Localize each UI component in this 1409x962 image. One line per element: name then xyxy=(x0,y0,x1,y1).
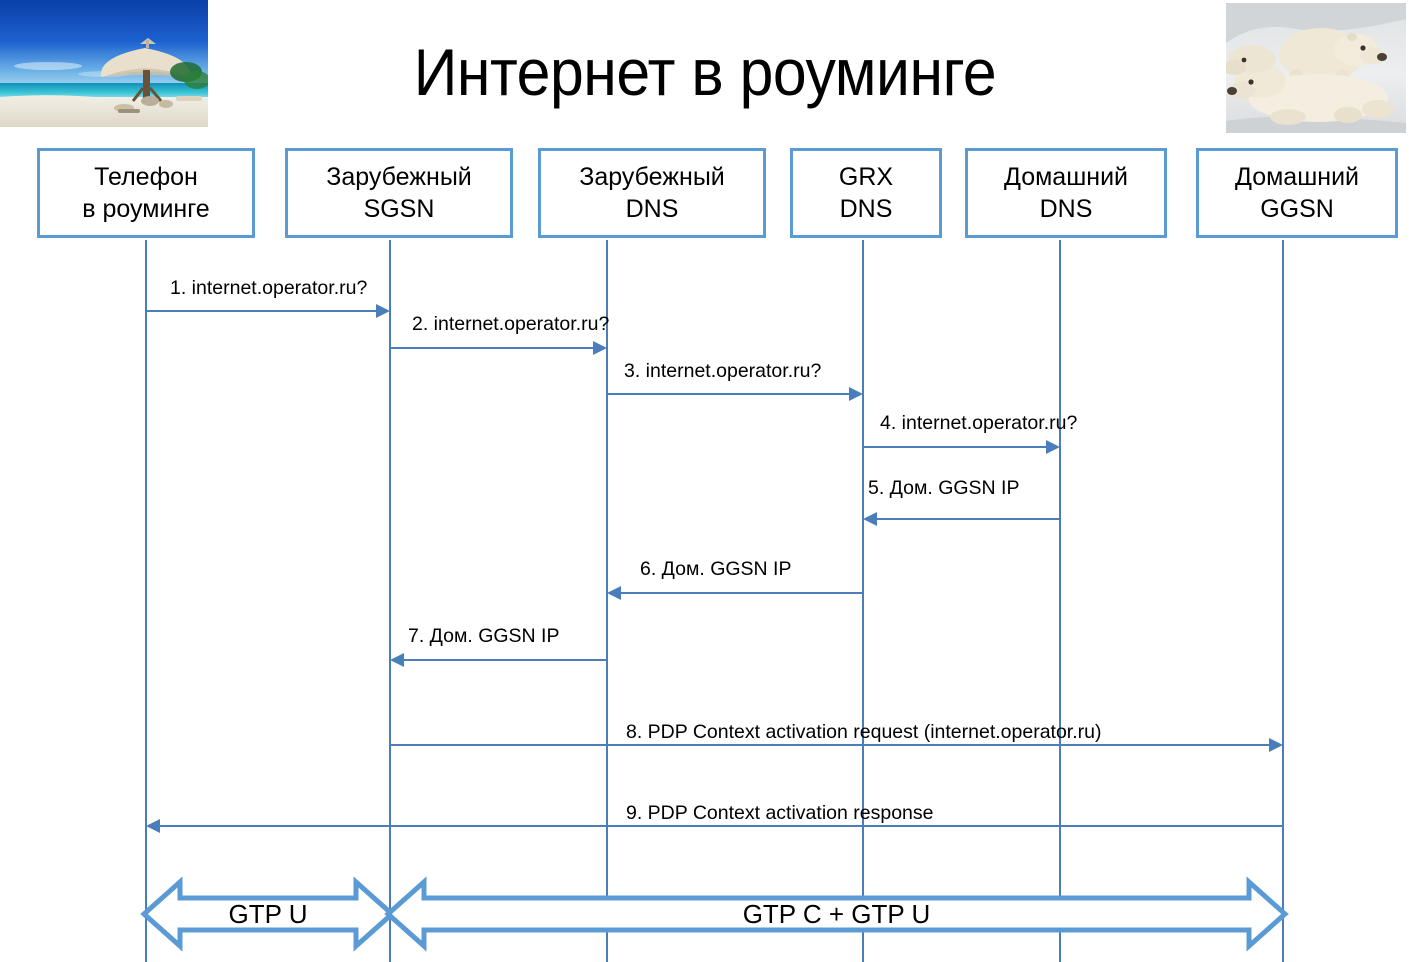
participant-box-home-dns[interactable]: Домашний DNS xyxy=(965,148,1167,238)
message-arrowhead-5 xyxy=(863,512,877,526)
polar-bears-photo xyxy=(1226,3,1406,133)
message-arrowhead-1 xyxy=(376,304,390,318)
message-arrowhead-4 xyxy=(1046,440,1060,454)
message-arrowhead-2 xyxy=(593,341,607,355)
message-arrow-4 xyxy=(863,446,1046,448)
message-arrow-1 xyxy=(146,310,376,312)
participant-label-line2: в роуминге xyxy=(82,195,210,223)
message-arrowhead-8 xyxy=(1269,738,1283,752)
bearer-label-gtp-cu: GTP C + GTP U xyxy=(742,899,931,929)
polar-bears-graphic xyxy=(1226,3,1406,133)
message-arrowhead-6 xyxy=(607,586,621,600)
beach-photo xyxy=(0,0,208,127)
message-arrow-6 xyxy=(621,592,863,594)
participant-label-line1: Телефон xyxy=(94,163,198,191)
participant-label-line2: DNS xyxy=(625,195,679,223)
lifeline-grx-dns xyxy=(862,240,864,962)
participant-box-fgn-sgsn[interactable]: Зарубежный SGSN xyxy=(285,148,513,238)
lifeline-home-ggsn xyxy=(1282,240,1284,962)
lifeline-fgn-dns xyxy=(606,240,608,962)
message-arrow-3 xyxy=(607,393,849,395)
lifeline-home-dns xyxy=(1059,240,1061,962)
participant-label-line1: Домашний xyxy=(1004,163,1128,191)
message-label-8: 8. PDP Context activation request (inter… xyxy=(626,721,1102,743)
participant-label-line2: GGSN xyxy=(1260,195,1334,223)
bearer-arrow-gtp-cu[interactable] xyxy=(384,874,1289,954)
message-label-4: 4. internet.operator.ru? xyxy=(880,412,1078,434)
message-label-3: 3. internet.operator.ru? xyxy=(624,360,822,382)
participant-label-line1: GRX xyxy=(838,163,894,191)
participant-box-fgn-dns[interactable]: Зарубежный DNS xyxy=(538,148,766,238)
message-arrow-8 xyxy=(390,744,1269,746)
message-label-5: 5. Дом. GGSN IP xyxy=(868,477,1020,499)
participant-label-line1: Зарубежный xyxy=(326,163,472,191)
lifeline-phone xyxy=(145,240,147,962)
beach-photo-graphic xyxy=(0,0,208,127)
message-label-6: 6. Дом. GGSN IP xyxy=(640,558,792,580)
gtp-c-gtp-u-double-arrow xyxy=(384,876,1289,952)
slide-title: Интернет в роуминге xyxy=(413,35,997,109)
message-label-1: 1. internet.operator.ru? xyxy=(170,277,368,299)
participant-label-line2: SGSN xyxy=(363,195,435,223)
message-arrowhead-7 xyxy=(390,653,404,667)
lifeline-fgn-sgsn xyxy=(389,240,391,962)
participant-box-phone[interactable]: Телефон в роуминге xyxy=(37,148,255,238)
participant-label-line1: Зарубежный xyxy=(579,163,725,191)
participant-box-grx-dns[interactable]: GRX DNS xyxy=(790,148,942,238)
message-arrowhead-3 xyxy=(849,387,863,401)
participant-label-line1: Домашний xyxy=(1235,163,1359,191)
message-arrow-7 xyxy=(404,659,607,661)
message-label-7: 7. Дом. GGSN IP xyxy=(408,625,560,647)
message-arrowhead-9 xyxy=(146,819,160,833)
message-label-2: 2. internet.operator.ru? xyxy=(412,313,610,335)
message-arrow-2 xyxy=(390,347,593,349)
message-arrow-9 xyxy=(160,825,1283,827)
participant-label-line2: DNS xyxy=(1039,195,1093,223)
participant-label-line2: DNS xyxy=(839,195,893,223)
message-arrow-5 xyxy=(877,518,1060,520)
bearer-label-gtp-u: GTP U xyxy=(228,899,308,929)
message-label-9: 9. PDP Context activation response xyxy=(626,802,934,824)
participant-box-home-ggsn[interactable]: Домашний GGSN xyxy=(1196,148,1398,238)
